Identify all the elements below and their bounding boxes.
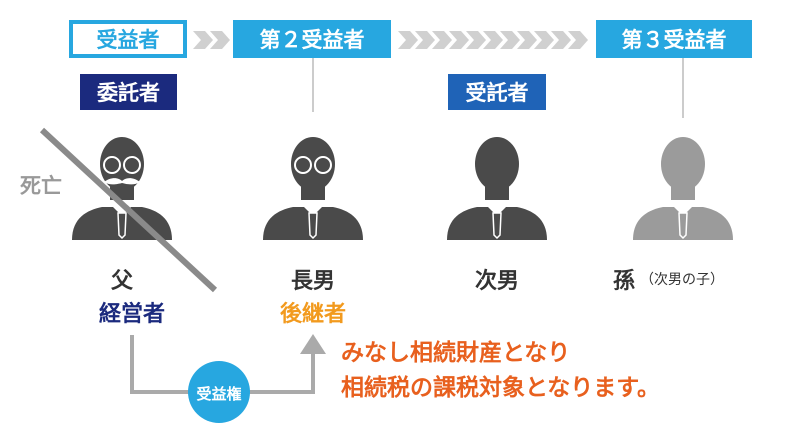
deceased-label: 死亡 xyxy=(20,174,62,198)
person-eldest-son xyxy=(263,137,363,240)
grandson-note: （次男の子） xyxy=(640,272,724,288)
person-father xyxy=(72,137,172,240)
beneficiary-first-box: 受益者 xyxy=(69,20,187,58)
chevron xyxy=(551,31,571,49)
flow-badge-label: 受益権 xyxy=(196,385,242,403)
eldest-son-name: 長男 xyxy=(290,269,335,294)
chevron xyxy=(534,31,554,49)
chevron xyxy=(449,31,469,49)
flow-badge-circle xyxy=(188,361,250,423)
deceased-strike-line xyxy=(39,127,218,293)
flow-arrow-head xyxy=(300,334,326,354)
chevron-group-1 xyxy=(193,31,230,49)
chevron xyxy=(517,31,537,49)
beneficiary-third-box: 第３受益者 xyxy=(596,20,752,58)
chevron xyxy=(415,31,435,49)
chevron xyxy=(466,31,486,49)
chevron xyxy=(398,31,418,49)
beneficiary-second-box: 第２受益者 xyxy=(233,20,391,58)
settlor-box: 委託者 xyxy=(80,74,177,110)
chevron xyxy=(500,31,520,49)
chevron-group-2 xyxy=(398,31,588,49)
person-grandson xyxy=(633,137,733,240)
father-name: 父 xyxy=(110,269,133,294)
eldest-son-role: 後継者 xyxy=(279,302,346,327)
note-line-1: みなし相続財産となり xyxy=(341,340,571,366)
chevron xyxy=(568,31,588,49)
chevron xyxy=(483,31,503,49)
person-second-son xyxy=(447,137,547,240)
grandson-name: 孫 xyxy=(613,269,636,294)
second-son-name: 次男 xyxy=(474,269,519,294)
trustee-box: 受託者 xyxy=(448,74,546,110)
father-role: 経営者 xyxy=(98,302,165,327)
note-line-2: 相続税の課税対象となります。 xyxy=(341,375,661,401)
chevron xyxy=(432,31,452,49)
